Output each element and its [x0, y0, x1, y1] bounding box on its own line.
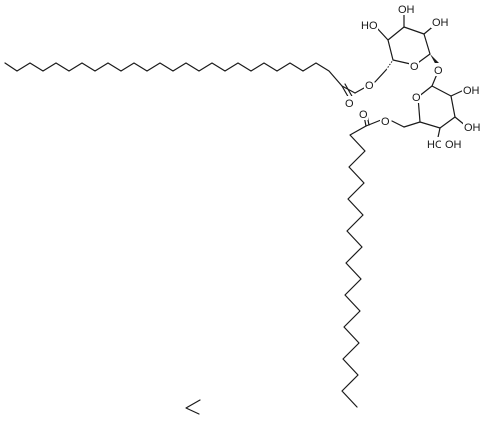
bottom-carbonyl-o-label: O [359, 109, 368, 121]
top-ester-o-label: O [365, 80, 374, 92]
bottom-oh-label-3: OH [445, 139, 462, 151]
top-ch2-bond [374, 69, 387, 83]
bottom-ring-oh-bond-1 [450, 89, 465, 97]
bottom-sugar-ring [417, 85, 456, 129]
top-ester-bond [354, 87, 365, 94]
bottom-ch2-bond [403, 121, 421, 128]
top-carbonyl-o-label: O [345, 98, 354, 110]
bottom-oh-label-2: OH [464, 122, 481, 134]
bottom-ester-o-label: O [381, 116, 390, 128]
top-ring-o-label: O [410, 61, 419, 73]
top-ho-label: HO [361, 20, 378, 32]
bottom-ester-bond [391, 120, 405, 128]
bottom-ho-label: HO [427, 139, 444, 151]
top-ch2-hash [385, 59, 394, 71]
bottom-acyl-chain [341, 125, 367, 408]
top-acyl-chain [4, 62, 356, 94]
bottom-ring-o-label: O [412, 92, 421, 104]
glycosidic-o-label: O [434, 65, 443, 77]
top-carbonyl-bond-2 [344, 83, 354, 99]
top-oh-label-1: OH [398, 4, 415, 16]
bottom-oh-label-1: OH [463, 85, 480, 97]
bottom-acyl-chain-tail [185, 399, 201, 415]
top-oh-label-2: OH [432, 17, 449, 29]
